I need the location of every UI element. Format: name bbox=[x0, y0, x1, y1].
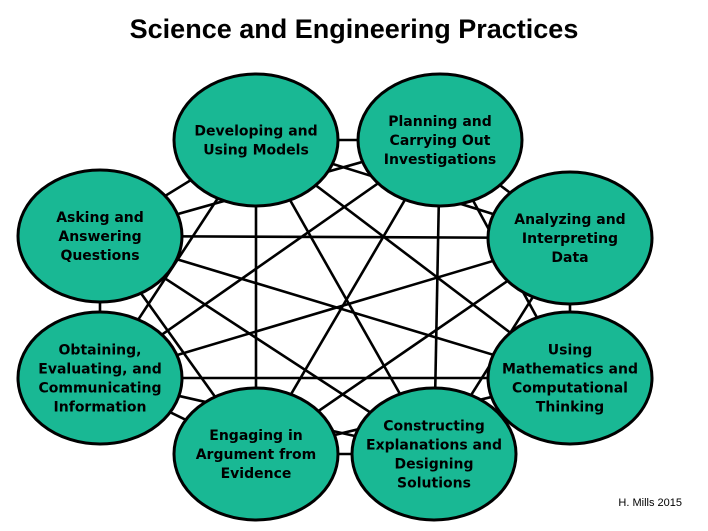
practice-label-line: Designing bbox=[394, 457, 473, 473]
author-credit: H. Mills 2015 bbox=[618, 497, 682, 509]
practice-circle-questions bbox=[16, 168, 184, 304]
practice-label-line: Using Models bbox=[203, 143, 309, 159]
practice-label-line: Obtaining, bbox=[59, 343, 142, 359]
practice-label-line: Engaging in bbox=[209, 428, 302, 444]
practice-label-line: Communicating bbox=[38, 381, 161, 397]
practice-circle-data bbox=[486, 170, 654, 306]
practice-label-line: Evidence bbox=[221, 466, 292, 482]
connection-math-questions bbox=[99, 234, 571, 380]
practice-label-line: Questions bbox=[60, 248, 139, 264]
practice-label-line: Argument from bbox=[196, 447, 317, 463]
practice-circle-models bbox=[172, 72, 340, 208]
practice-label-line: Analyzing and bbox=[514, 212, 625, 228]
practice-label-line: Answering bbox=[58, 229, 141, 245]
practice-circle-information bbox=[16, 310, 184, 446]
practice-label-line: Evaluating, and bbox=[38, 362, 161, 378]
practice-label-line: Asking and bbox=[56, 210, 144, 226]
practice-label-line: Information bbox=[54, 400, 147, 416]
practice-label-line: Mathematics and bbox=[502, 362, 638, 378]
practice-label-line: Investigations bbox=[384, 152, 497, 168]
practice-label-line: Solutions bbox=[397, 476, 471, 492]
practice-circle-argument bbox=[172, 386, 340, 522]
practice-label-line: Using bbox=[548, 343, 593, 359]
practice-label-line: Explanations and bbox=[366, 438, 502, 454]
practice-label-line: Constructing bbox=[383, 419, 485, 435]
practice-circle-explanations bbox=[350, 386, 518, 522]
practice-circle-math bbox=[486, 310, 654, 446]
practice-label-line: Planning and bbox=[388, 114, 492, 130]
page-title: Science and Engineering Practices bbox=[129, 14, 579, 44]
practice-label-line: Thinking bbox=[536, 400, 604, 416]
practice-label-line: Carrying Out bbox=[390, 133, 491, 149]
practice-label-line: Data bbox=[551, 250, 588, 266]
practice-label-line: Interpreting bbox=[522, 231, 618, 247]
practice-label-line: Developing and bbox=[194, 124, 317, 140]
practice-circle-investigations bbox=[356, 72, 524, 208]
practice-label-line: Computational bbox=[512, 381, 628, 397]
